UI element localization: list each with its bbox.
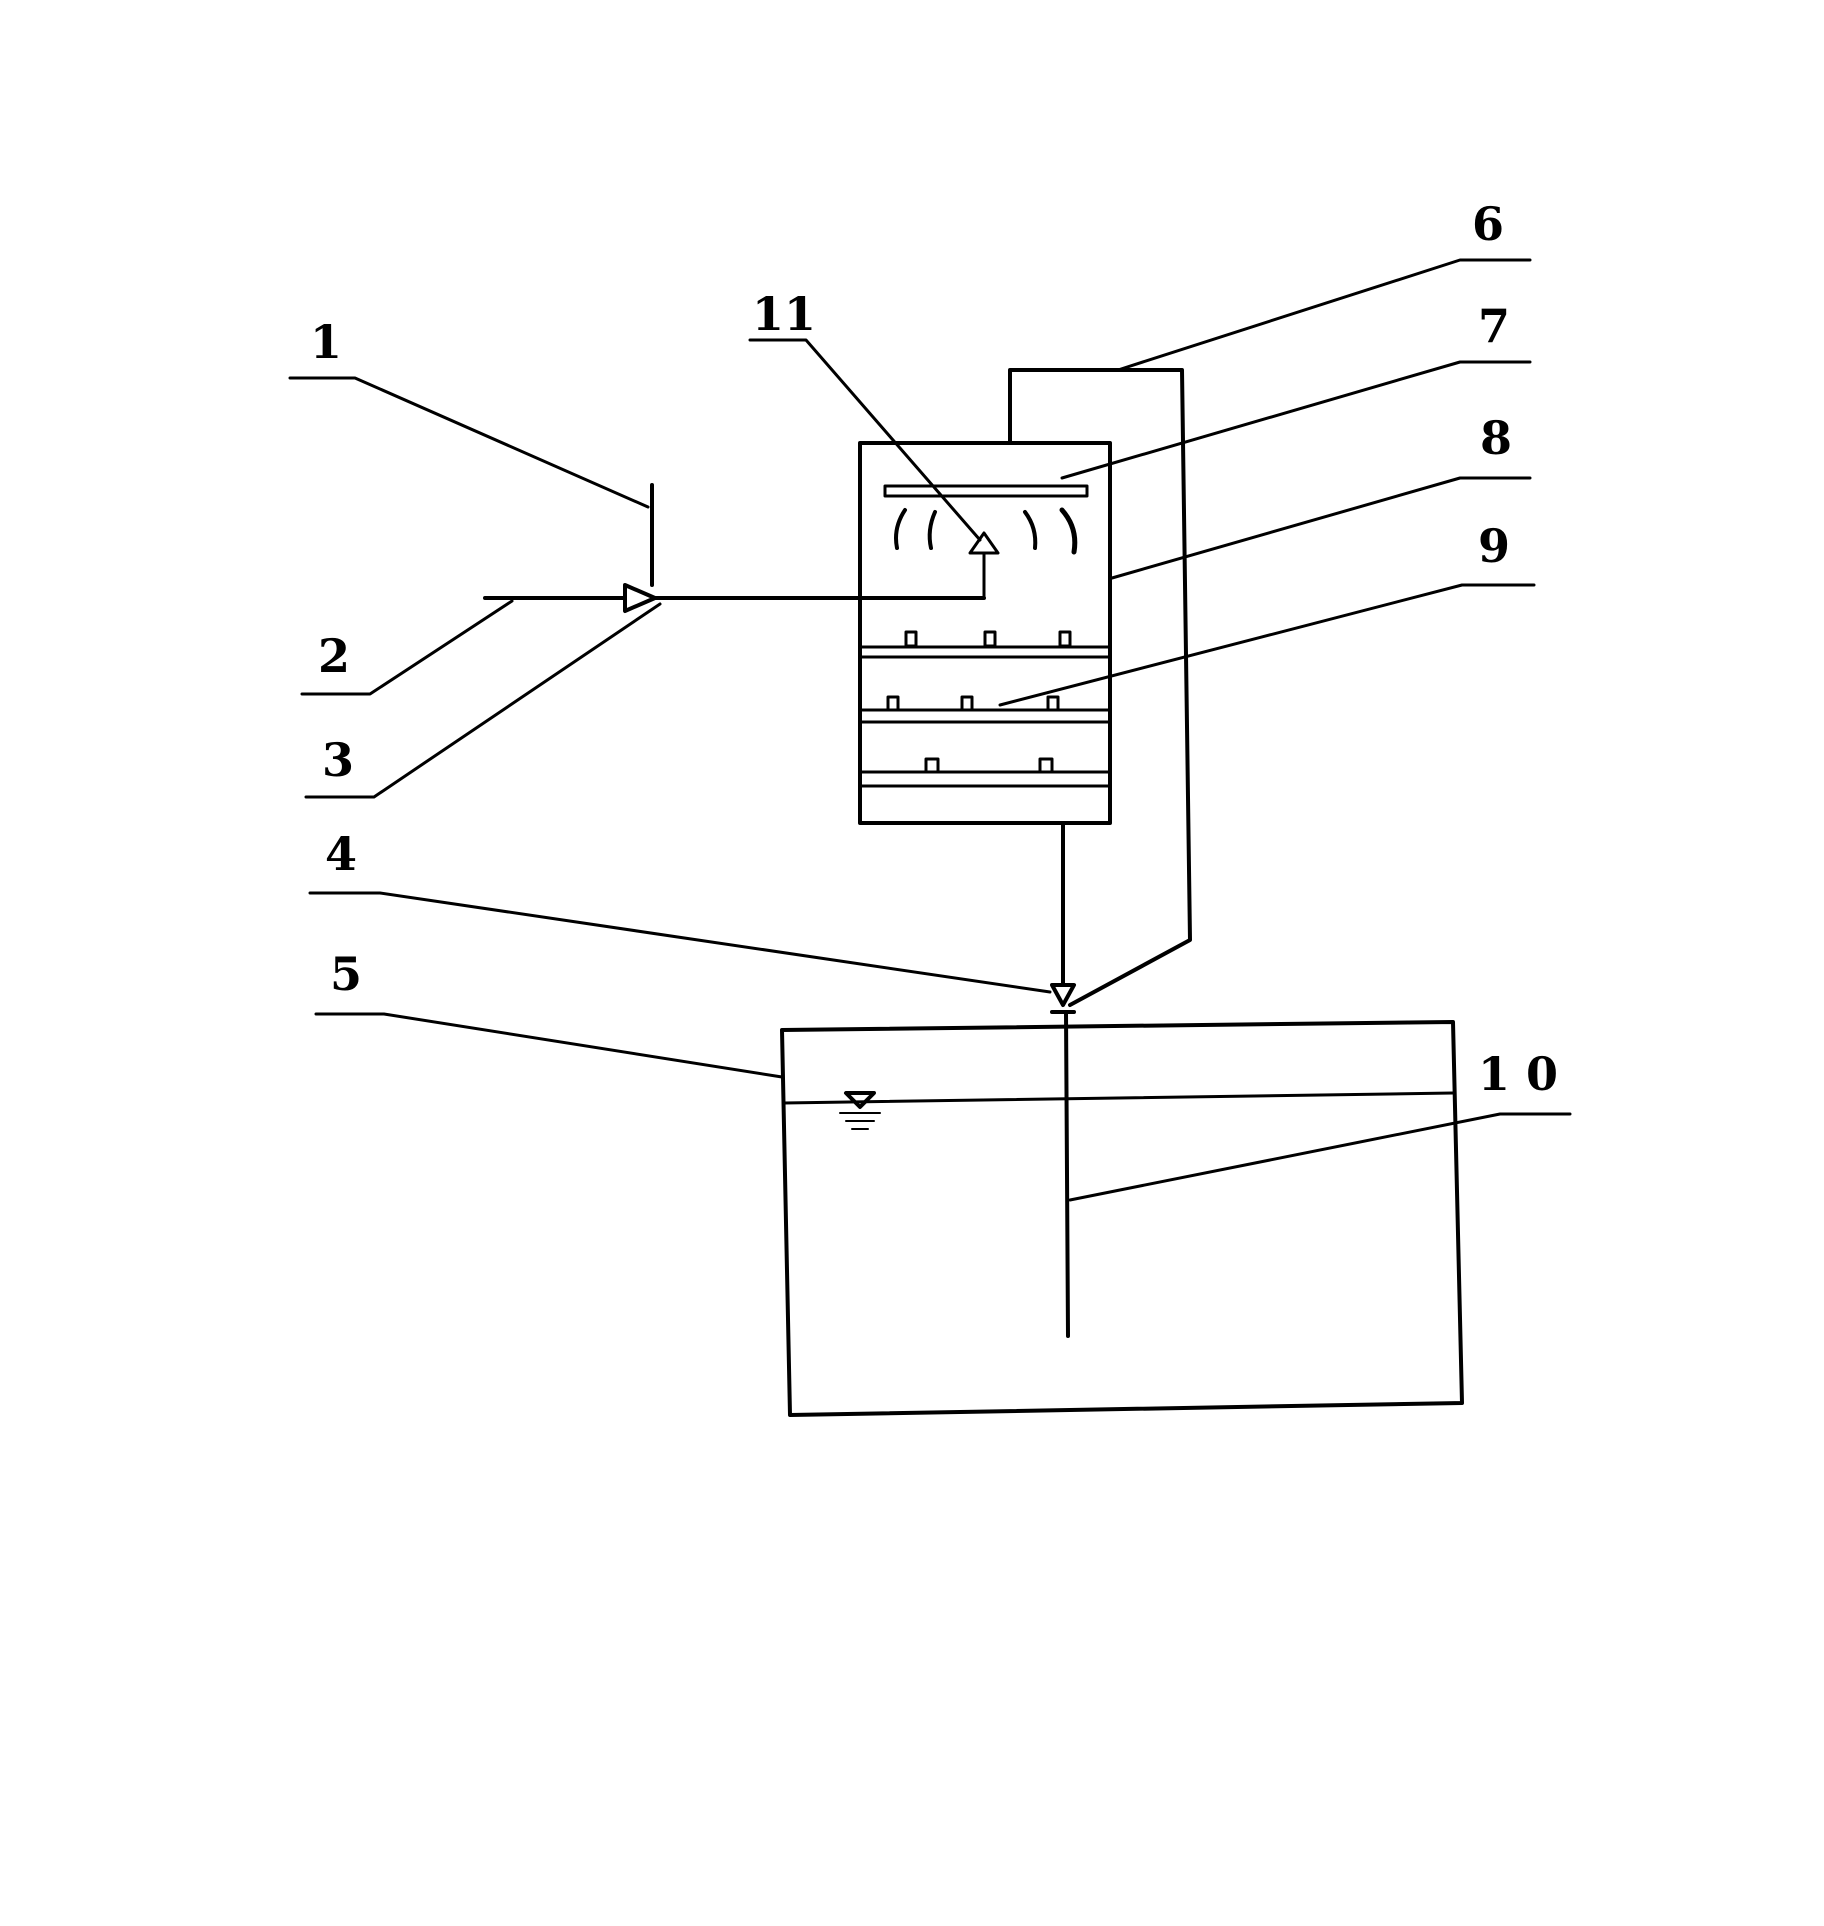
leader-6 [1116,258,1532,372]
label-4: 4 [325,827,357,881]
tray-1 [860,630,1110,659]
label-5: 5 [330,947,362,1001]
storage-tank [780,1020,1464,1417]
spray-curve [927,510,937,550]
label-8: 8 [1480,411,1512,465]
label-6: 6 [1472,197,1504,251]
leader-lines [288,258,1572,1202]
leader-5 [314,1012,784,1079]
outlet-nozzle [1050,983,1076,1007]
spray-curve [1023,510,1038,550]
label-2: 2 [318,629,350,683]
spray-header [883,484,1089,498]
leader-11 [748,338,982,542]
label-11: 11 [752,287,816,341]
leader-10 [1068,1112,1572,1202]
leader-7 [1060,360,1532,480]
dip-pipe [1064,1010,1070,1338]
leader-9 [998,583,1536,707]
vent-return-pipe [1008,368,1192,1007]
label-3: 3 [322,733,354,787]
ejector-mixer [623,583,657,613]
spray-curve [1059,507,1078,555]
label-7: 7 [1478,299,1510,353]
tray-3 [860,757,1110,788]
leader-8 [1110,476,1532,580]
label-9: 9 [1478,519,1510,573]
tray-2 [860,695,1110,724]
leader-1 [288,376,650,509]
leader-2 [300,599,514,696]
leader-4 [308,891,1052,994]
nozzle-triangle [968,531,1000,555]
spray-curve [894,508,907,550]
leader-3 [304,602,662,799]
reference-labels: 1 2 3 4 5 6 7 8 9 1 0 11 [310,197,1558,1101]
column-tower [858,441,1112,825]
water-level-symbol [844,1091,876,1109]
label-1: 1 [310,315,342,369]
label-10: 1 0 [1478,1047,1558,1101]
column-shell [858,441,1112,825]
liquid-surface [782,1091,1455,1105]
